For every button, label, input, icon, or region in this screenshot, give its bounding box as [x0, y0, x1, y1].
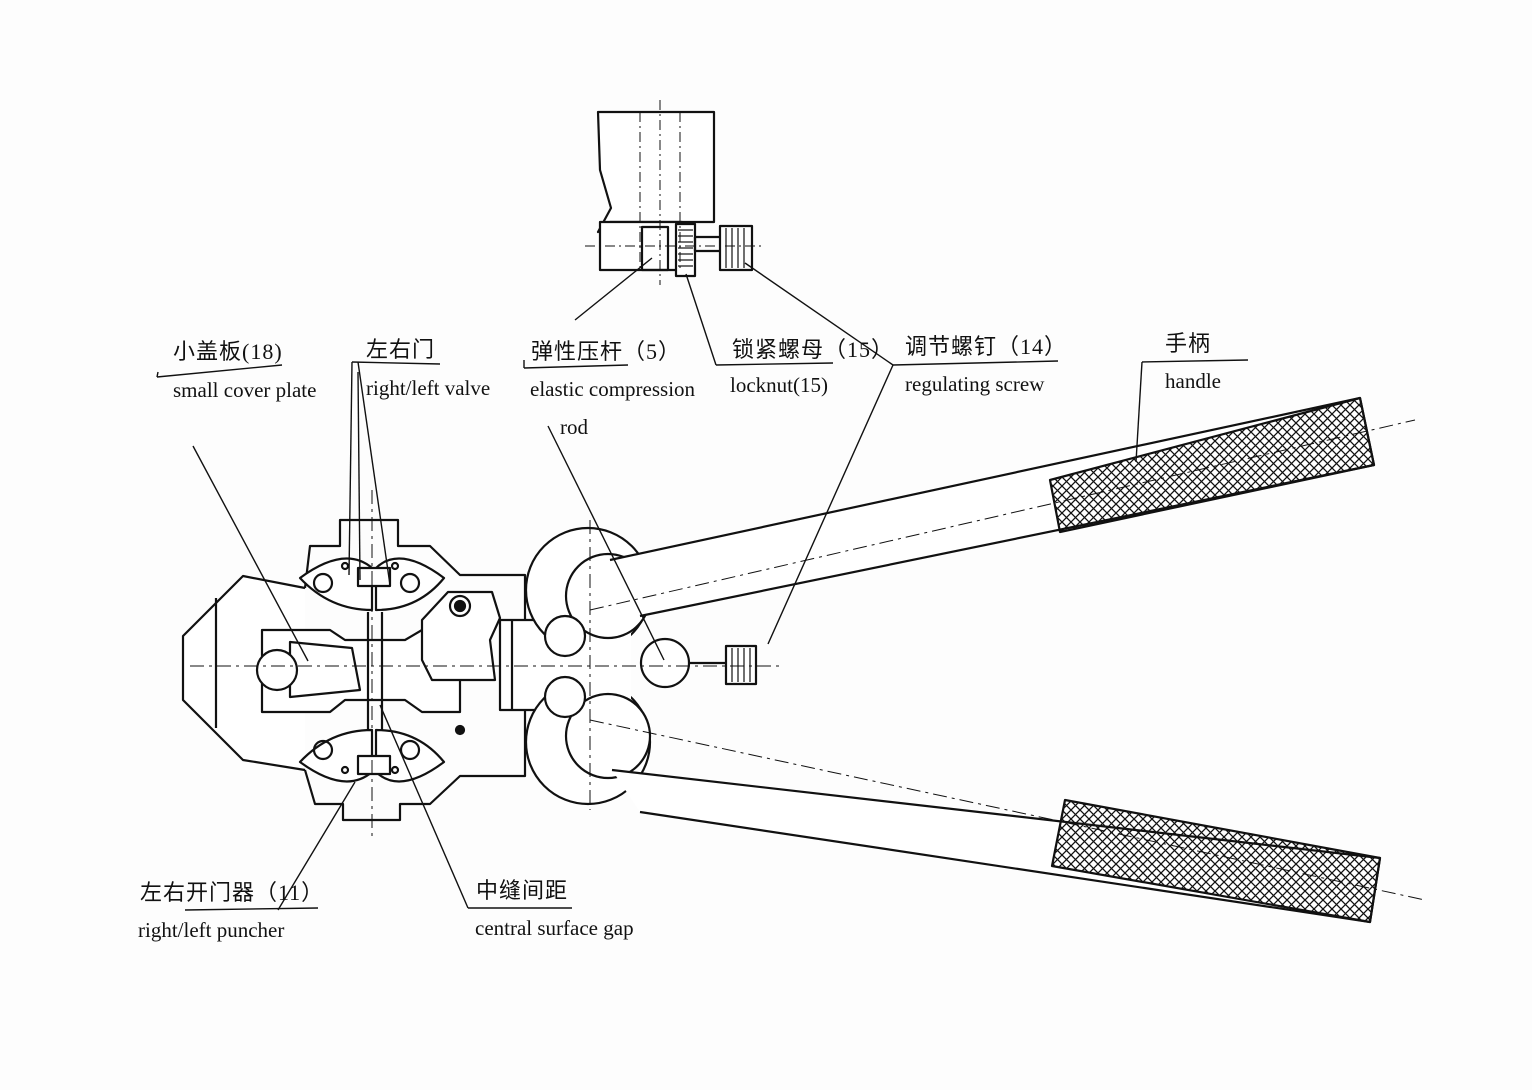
- regulating-screw-cn: 调节螺钉（14）: [905, 334, 1068, 359]
- small-cover-plate-en: small cover plate: [173, 378, 317, 402]
- central-gap-en: central surface gap: [475, 916, 634, 940]
- left-right-valve-en: right/left valve: [366, 376, 491, 400]
- left-right-valve-cn: 左右门: [366, 337, 436, 362]
- small-cover-plate-cn: 小盖板(18): [173, 339, 283, 364]
- handle-lower: [611, 768, 1382, 924]
- puncher-cn: 左右开门器（11）: [140, 880, 325, 905]
- centre-lines: [190, 419, 1426, 901]
- puncher-en: right/left puncher: [138, 918, 285, 942]
- regulating-screw-en: regulating screw: [905, 372, 1045, 396]
- elastic-rod-cn: 弹性压杆（5）: [531, 339, 682, 364]
- handle-cn: 手柄: [1165, 331, 1212, 356]
- elastic-rod-en-line1: elastic compression: [530, 377, 696, 401]
- leader-lines: [156, 257, 1249, 911]
- elastic-rod-en-line2: rod: [560, 415, 588, 439]
- handle-en: handle: [1165, 369, 1221, 393]
- locknut-en: locknut(15): [730, 373, 828, 397]
- detail-view: [585, 100, 765, 285]
- locknut-cn: 锁紧螺母（15）: [732, 337, 895, 362]
- central-gap-cn: 中缝间距: [476, 878, 569, 903]
- handle-upper: [609, 396, 1376, 618]
